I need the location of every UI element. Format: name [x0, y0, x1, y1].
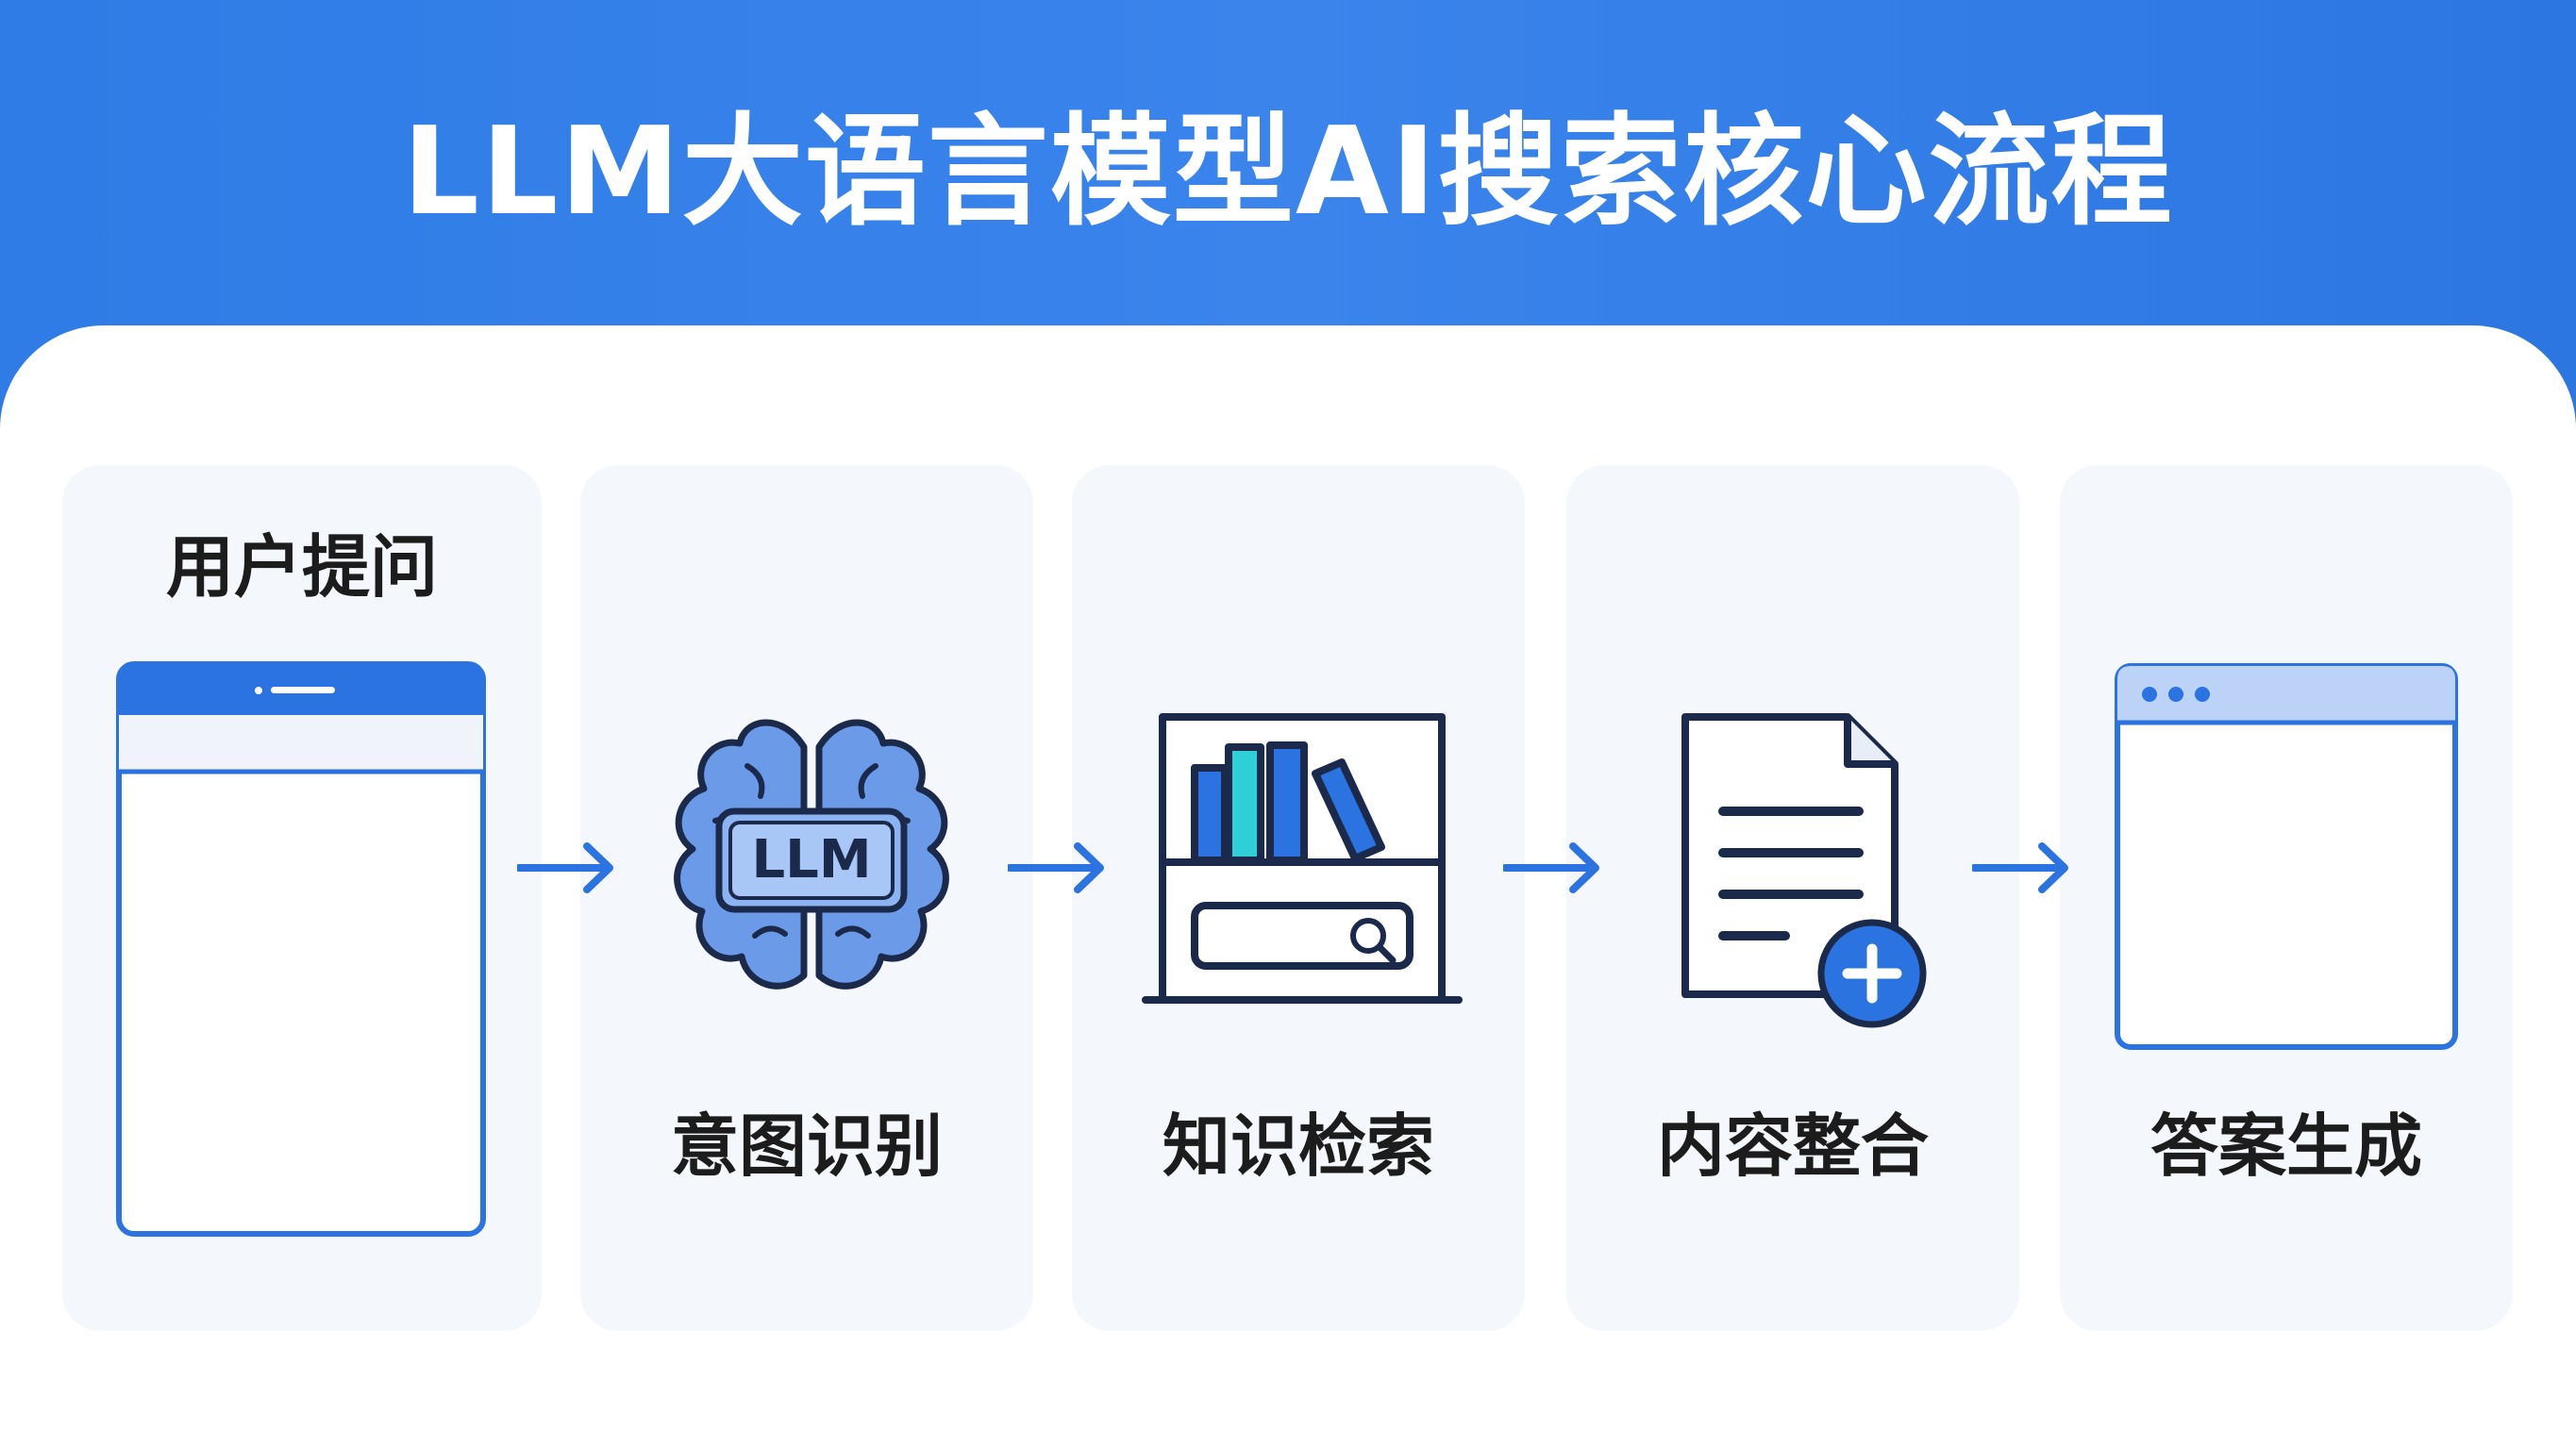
arrow-right-icon: [517, 842, 613, 893]
arrow-right-icon: [1008, 842, 1104, 893]
arrow-right-icon: [1503, 842, 1599, 893]
step-label-knowledge-retrieval: 知识检索: [1162, 1107, 1434, 1186]
step-label-content-integration: 内容整合: [1656, 1107, 1929, 1186]
document-add-icon: [1681, 713, 1927, 1028]
brain-llm-icon: LLM: [674, 719, 949, 990]
page-title: LLM大语言模型AI搜索核心流程: [402, 102, 2174, 242]
brain-llm-badge: LLM: [751, 829, 871, 890]
phone-icon: [116, 661, 486, 1237]
step-label-answer-generation: 答案生成: [2149, 1107, 2422, 1186]
bookshelf-search-icon: [1142, 713, 1463, 1004]
arrow-right-icon: [1972, 842, 2068, 893]
step-label-intent-recognition: 意图识别: [670, 1107, 943, 1186]
browser-window-icon: [2115, 663, 2458, 1050]
step-label-user-question: 用户提问: [165, 527, 438, 607]
